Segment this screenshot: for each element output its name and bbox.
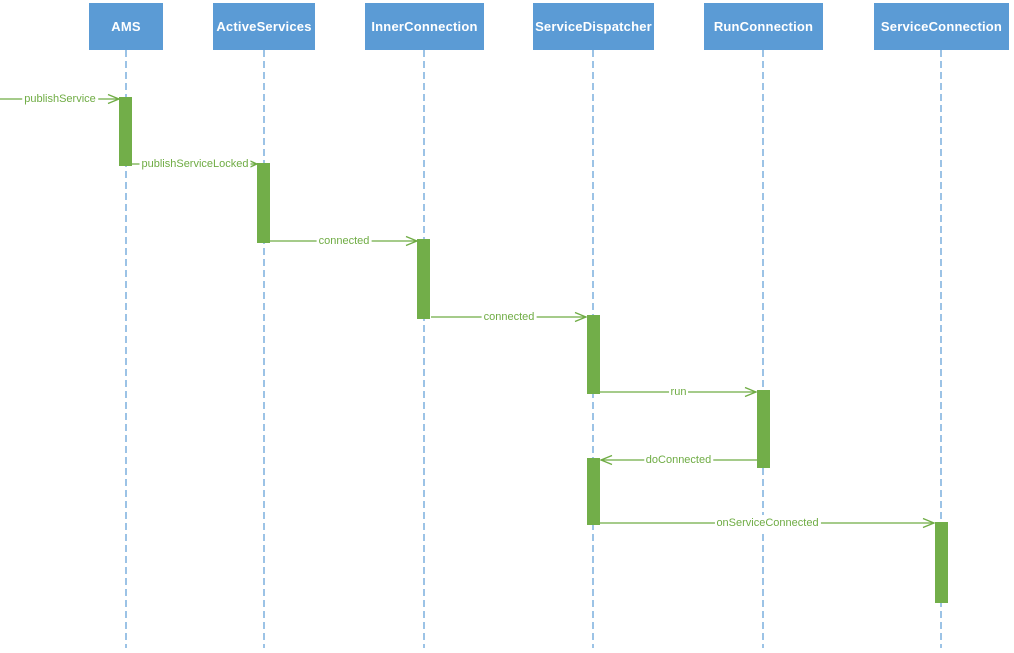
message-connected-1: connected bbox=[270, 233, 419, 249]
actor-servicedispatcher: ServiceDispatcher bbox=[533, 3, 654, 50]
lifeline-innerconnection bbox=[423, 50, 425, 648]
message-publishservicelocked: publishServiceLocked bbox=[132, 156, 259, 172]
message-label: connected bbox=[481, 309, 537, 325]
message-run: run bbox=[600, 384, 758, 400]
message-label: publishService bbox=[22, 91, 98, 107]
lifeline-ams bbox=[125, 50, 127, 648]
actor-activeservices: ActiveServices bbox=[213, 3, 315, 50]
message-onserviceconnected: onServiceConnected bbox=[600, 515, 936, 531]
message-label: connected bbox=[316, 233, 372, 249]
activation-bar-serviceconnection bbox=[935, 522, 948, 603]
message-label: doConnected bbox=[643, 452, 714, 468]
activation-bar-innerconnection bbox=[417, 239, 430, 319]
message-label: publishServiceLocked bbox=[139, 156, 251, 172]
lifeline-serviceconnection bbox=[940, 50, 942, 648]
lifeline-activeservices bbox=[263, 50, 265, 648]
message-publishservice: publishService bbox=[0, 91, 121, 107]
actor-runconnection: RunConnection bbox=[704, 3, 823, 50]
activation-bar-ams bbox=[119, 97, 132, 166]
activation-bar-activeservices bbox=[257, 163, 270, 243]
message-label: run bbox=[668, 384, 689, 400]
activation-bar-servicedispatcher-2 bbox=[587, 458, 600, 525]
activation-bar-servicedispatcher-1 bbox=[587, 315, 600, 394]
message-connected-2: connected bbox=[431, 309, 588, 325]
lifeline-runconnection bbox=[762, 50, 764, 648]
message-doconnected: doConnected bbox=[599, 452, 757, 468]
actor-ams: AMS bbox=[89, 3, 163, 50]
activation-bar-runconnection bbox=[757, 390, 770, 468]
actor-serviceconnection: ServiceConnection bbox=[874, 3, 1009, 50]
actor-innerconnection: InnerConnection bbox=[365, 3, 484, 50]
message-label: onServiceConnected bbox=[714, 515, 821, 531]
